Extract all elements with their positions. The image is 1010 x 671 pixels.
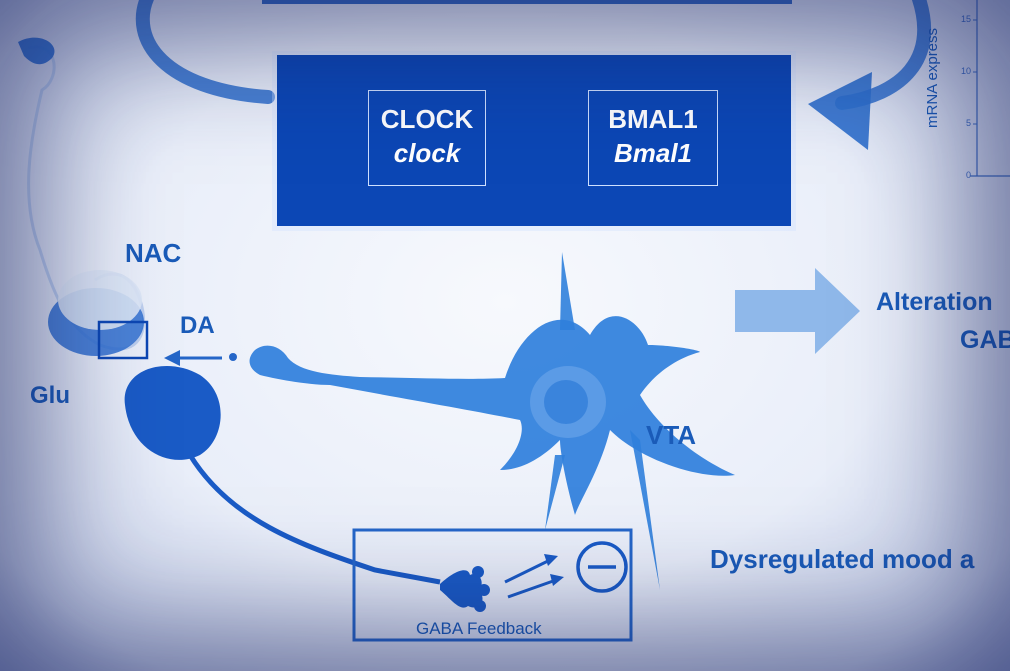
vta-nucleus <box>544 380 588 424</box>
gaba-vesicle <box>478 584 490 596</box>
vta-dendrite-top <box>560 252 575 330</box>
gaba-vesicle <box>474 600 486 612</box>
inset-tick-label: 15 <box>961 14 971 24</box>
inset-tick-label: 10 <box>961 66 971 76</box>
glu-label: Glu <box>30 382 70 410</box>
vta-neuron-body <box>250 316 735 515</box>
nac-label: NAC <box>125 238 181 269</box>
gaba-partial-label: GAB <box>960 326 1010 355</box>
glu-neuron-soma <box>125 366 221 460</box>
alteration-arrow <box>735 268 860 354</box>
inset-y-axis-title: mRNA express <box>924 28 941 128</box>
gaba-arrow-2-head <box>550 574 564 586</box>
inset-tick-label: 0 <box>966 170 971 180</box>
clock-box: CLOCK clock <box>368 90 486 186</box>
alteration-label: Alteration <box>876 288 993 317</box>
clock-gene-label: clock <box>369 136 485 170</box>
gaba-vesicle <box>472 566 484 578</box>
gaba-arrow-1-head <box>544 554 558 566</box>
vta-label: VTA <box>646 420 696 451</box>
inset-tick-label: 5 <box>966 118 971 128</box>
vta-dendrite-bottom-left <box>545 455 565 530</box>
glu-axon <box>190 455 440 582</box>
bmal1-gene-label: Bmal1 <box>589 136 717 170</box>
gaba-arrow-1 <box>505 560 550 582</box>
brain-region-top <box>18 38 54 65</box>
gaba-feedback-label: GABA Feedback <box>416 619 542 639</box>
dysregulated-mood-label: Dysregulated mood a <box>710 544 974 575</box>
left-feedback-arc <box>143 0 268 97</box>
da-vesicle <box>229 353 237 361</box>
bmal1-protein-label: BMAL1 <box>589 102 717 136</box>
bmal1-box: BMAL1 Bmal1 <box>588 90 718 186</box>
da-arrow-head <box>164 350 180 366</box>
right-feedback-arrowhead <box>808 72 872 150</box>
clock-protein-label: CLOCK <box>369 102 485 136</box>
top-partial-box <box>262 0 792 4</box>
da-label: DA <box>180 312 215 340</box>
gaba-arrow-2 <box>508 580 556 597</box>
